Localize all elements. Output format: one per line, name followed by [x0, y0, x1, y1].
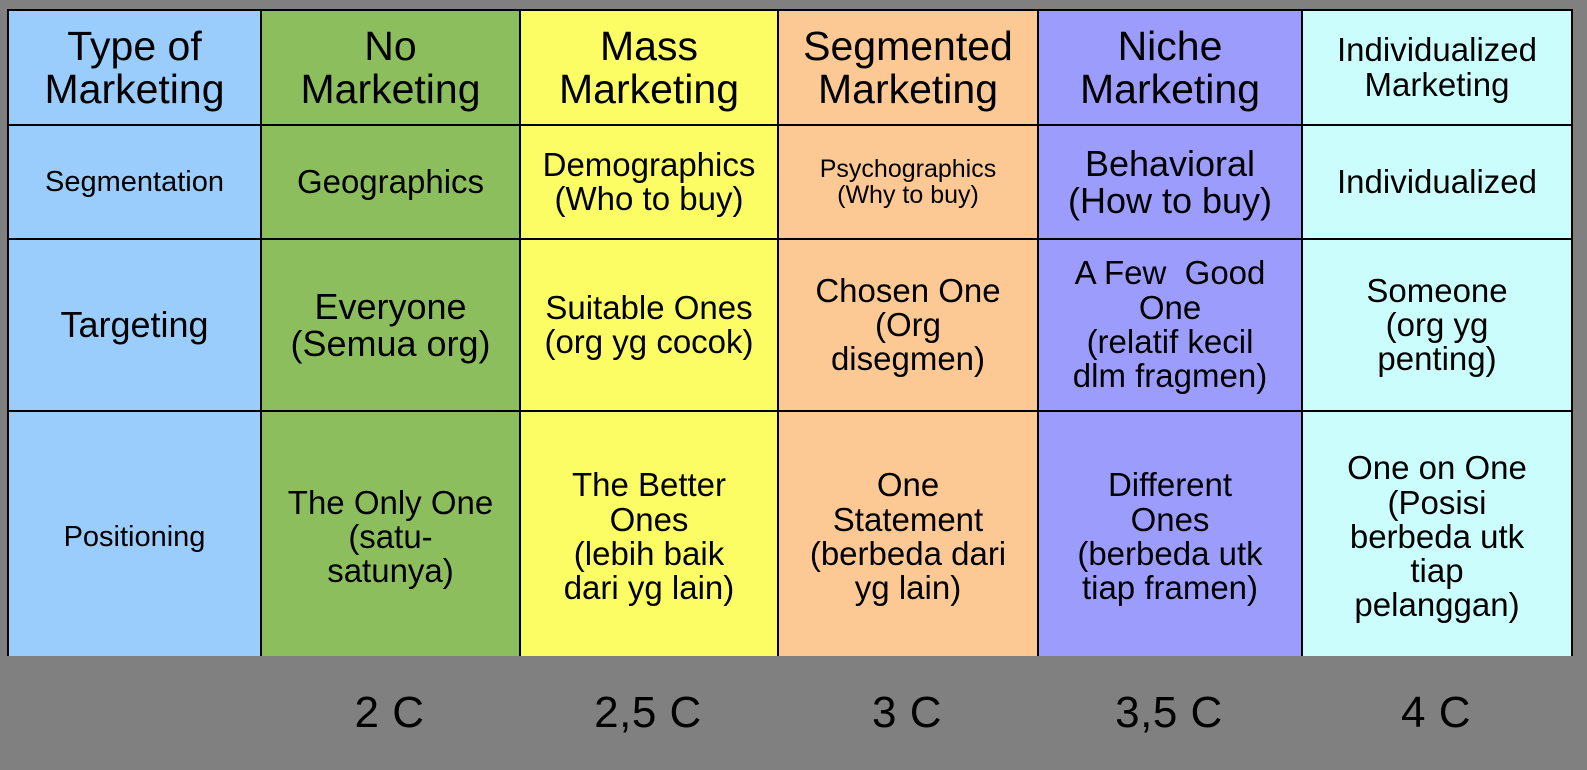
- cell-text: Geographics: [296, 162, 485, 200]
- footer-cell-individualized-marketing: 4 C: [1401, 688, 1471, 737]
- footer-cell-segmented-marketing: 3 C: [872, 688, 942, 737]
- cell-text: A Few Good One (relatif kecil dlm fragme…: [1072, 254, 1268, 395]
- cell-segmentation-niche-marketing: Behavioral (How to buy): [1037, 124, 1303, 240]
- row-label-text: Positioning: [63, 520, 206, 553]
- footer-cell-mass-marketing: 2,5 C: [594, 688, 702, 737]
- footer-cell-label: [7, 656, 260, 770]
- footer-cell-no-marketing: 2 C: [354, 688, 425, 737]
- cell-targeting-segmented-marketing: Chosen One (Org disegmen): [777, 238, 1039, 412]
- cell-segmentation-individualized-marketing: Individualized: [1301, 124, 1573, 240]
- footer-row: 2 C 2,5 C 3 C 3,5 C 4 C: [7, 656, 1571, 770]
- cell-text: Demographics (Who to buy): [542, 145, 756, 217]
- header-text: Individualized Marketing: [1337, 31, 1537, 103]
- row-label-text: Segmentation: [45, 165, 224, 198]
- header-text: Type of Marketing: [44, 22, 225, 112]
- header-cell-segmented-marketing: Segmented Marketing: [777, 9, 1039, 126]
- row-label-targeting: Targeting: [7, 238, 262, 412]
- header-cell-individualized-marketing: Individualized Marketing: [1301, 9, 1573, 126]
- cell-text: Chosen One (Org disegmen): [815, 271, 1001, 378]
- row-label-text: Targeting: [60, 304, 209, 346]
- cell-segmentation-segmented-marketing: Psychographics (Why to buy): [777, 124, 1039, 240]
- cell-targeting-individualized-marketing: Someone (org yg penting): [1301, 238, 1573, 412]
- header-cell-no-marketing: No Marketing: [260, 9, 521, 126]
- cell-positioning-segmented-marketing: One Statement (berbeda dari yg lain): [777, 410, 1039, 664]
- cell-targeting-mass-marketing: Suitable Ones (org yg cocok): [519, 238, 779, 412]
- cell-text: The Only One (satu- satunya): [287, 483, 494, 590]
- cell-text: The Better Ones (lebih baik dari yg lain…: [563, 466, 735, 607]
- cell-positioning-no-marketing: The Only One (satu- satunya): [260, 410, 521, 664]
- table-row-positioning: Positioning The Only One (satu- satunya)…: [7, 410, 1573, 664]
- cell-text: One on One (Posisi berbeda utk tiap pela…: [1347, 449, 1527, 624]
- header-text: Niche Marketing: [1079, 22, 1260, 112]
- row-label-segmentation: Segmentation: [7, 124, 262, 240]
- row-label-positioning: Positioning: [7, 410, 262, 664]
- cell-positioning-niche-marketing: Different Ones (berbeda utk tiap framen): [1037, 410, 1303, 664]
- footer-cell-niche-marketing: 3,5 C: [1115, 688, 1223, 737]
- header-cell-type-of-marketing: Type of Marketing: [7, 9, 262, 126]
- cell-text: Someone (org yg penting): [1366, 271, 1508, 378]
- header-text: Segmented Marketing: [803, 22, 1013, 112]
- cell-positioning-individualized-marketing: One on One (Posisi berbeda utk tiap pela…: [1301, 410, 1573, 664]
- marketing-matrix-table: Type of Marketing No Marketing Mass Mark…: [7, 9, 1573, 664]
- cell-text: Behavioral (How to buy): [1067, 142, 1273, 221]
- header-text: No Marketing: [300, 22, 481, 112]
- footer-strip: 2 C 2,5 C 3 C 3,5 C 4 C: [0, 656, 1587, 770]
- header-cell-mass-marketing: Mass Marketing: [519, 9, 779, 126]
- cell-text: Suitable Ones (org yg cocok): [544, 288, 754, 360]
- table-row-targeting: Targeting Everyone (Semua org) Suitable …: [7, 238, 1573, 412]
- table-header-row: Type of Marketing No Marketing Mass Mark…: [7, 9, 1573, 126]
- cell-targeting-niche-marketing: A Few Good One (relatif kecil dlm fragme…: [1037, 238, 1303, 412]
- cell-segmentation-no-marketing: Geographics: [260, 124, 521, 240]
- cell-targeting-no-marketing: Everyone (Semua org): [260, 238, 521, 412]
- cell-text: Psychographics (Why to buy): [819, 155, 997, 209]
- cell-segmentation-mass-marketing: Demographics (Who to buy): [519, 124, 779, 240]
- cell-positioning-mass-marketing: The Better Ones (lebih baik dari yg lain…: [519, 410, 779, 664]
- cell-text: One Statement (berbeda dari yg lain): [809, 466, 1007, 607]
- header-text: Mass Marketing: [558, 22, 739, 112]
- cell-text: Everyone (Semua org): [290, 285, 491, 364]
- table-row-segmentation: Segmentation Geographics Demographics (W…: [7, 124, 1573, 240]
- cell-text: Individualized: [1337, 162, 1537, 200]
- cell-text: Different Ones (berbeda utk tiap framen): [1077, 466, 1263, 607]
- header-cell-niche-marketing: Niche Marketing: [1037, 9, 1303, 126]
